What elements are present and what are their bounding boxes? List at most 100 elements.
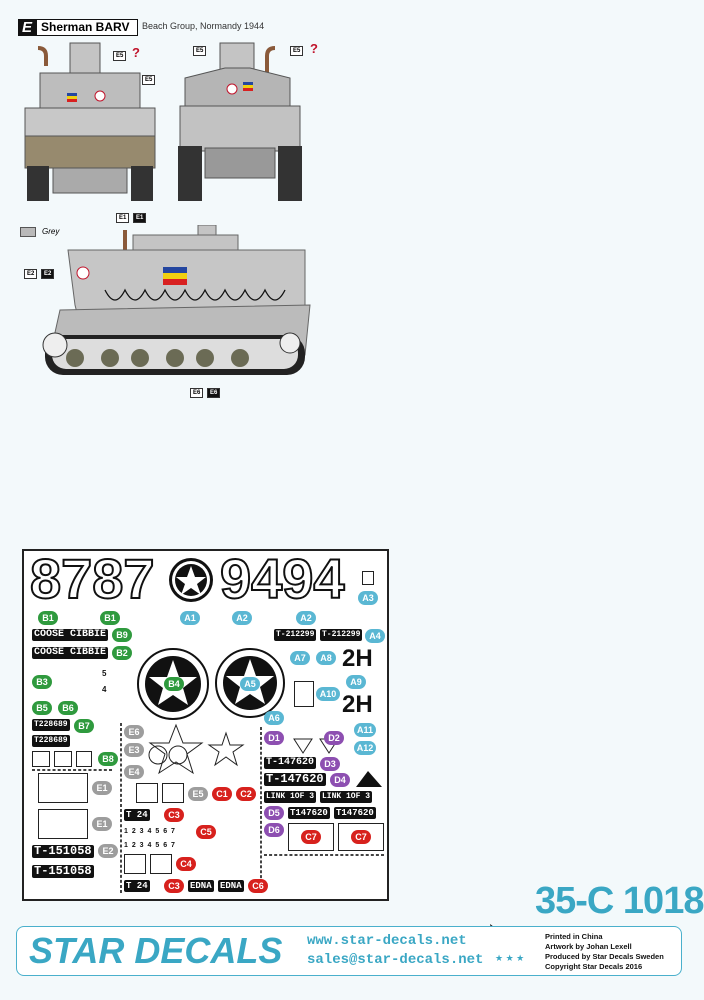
product-code: 35-C 1018 — [535, 880, 704, 922]
star-roundel-small — [169, 558, 213, 602]
label-a2: A2 — [232, 611, 252, 625]
decal-t24-1: T 24 — [124, 809, 150, 821]
callout-e5-rear: E5 — [193, 46, 207, 56]
label-b6: B6 — [58, 701, 78, 715]
label-e4: E4 — [124, 765, 144, 779]
callout-e2-dark: E2 — [41, 269, 55, 279]
label-e3: E3 — [124, 743, 144, 757]
decal-edna-2: EDNA — [218, 880, 244, 892]
label-a11: A11 — [354, 723, 376, 737]
decal-sheet: 8787 9494 COOSE CIBBIE COOSE CIBBIE T-21… — [22, 549, 389, 901]
decal-plate-e1-1 — [38, 773, 88, 803]
decal-goose-gibbie-2: COOSE CIBBIE — [32, 647, 109, 659]
callout-e5-rear-2: E5 — [290, 46, 304, 56]
scheme-letter: E — [18, 19, 36, 36]
callout-e1: E1 — [116, 213, 130, 223]
decal-b8-box-2 — [54, 751, 72, 767]
label-a9: A9 — [346, 675, 366, 689]
credit-line: Produced by Star Decals Sweden — [545, 952, 664, 961]
decal-serial-digits-1: 1 2 3 4 5 6 7 — [124, 828, 176, 835]
callout-e6-dark: E6 — [207, 388, 221, 398]
label-d4: D4 — [330, 773, 350, 787]
label-b4: B4 — [164, 677, 184, 691]
decal-e5-box-1 — [136, 783, 158, 803]
decal-small-5: 5 — [102, 669, 107, 678]
decal-link-1of3-1: LINK 1OF 3 — [264, 791, 317, 803]
decal-t147620-b1: T147620 — [288, 807, 330, 819]
scheme-subtitle: Beach Group, Normandy 1944 — [142, 21, 265, 31]
label-d2: D2 — [324, 731, 344, 745]
credit-line: Copyright Star Decals 2016 — [545, 962, 643, 971]
label-b9: B9 — [112, 628, 132, 642]
label-c6: C6 — [248, 879, 268, 893]
label-c4: C4 — [176, 857, 196, 871]
decal-t151058-1: T-151058 — [32, 844, 94, 858]
outline-circles — [148, 745, 188, 765]
unknown-marker-rear: ? — [310, 41, 318, 56]
label-e1: E1 — [92, 781, 112, 795]
decal-t151058-2: T-151058 — [32, 864, 94, 878]
label-c7: C7 — [301, 830, 321, 844]
decal-edna-1: EDNA — [188, 880, 214, 892]
stars-icon: ★ ★ ★ — [495, 953, 525, 963]
label-e5: E5 — [188, 787, 208, 801]
label-a6: A6 — [264, 711, 284, 725]
credit-line: Artwork by Johan Lexell — [545, 942, 632, 951]
callout-e6: E6 — [190, 388, 204, 398]
label-c3: C3 — [164, 808, 184, 822]
label-b8: B8 — [98, 752, 118, 766]
callout-e5-front-2: E5 — [142, 75, 156, 85]
outline-stars — [148, 723, 245, 775]
label-a1: A1 — [180, 611, 200, 625]
decal-t24-2: T 24 — [124, 880, 150, 892]
brand-logo: STAR DECALS — [29, 930, 283, 971]
grey-legend-label: Grey — [42, 227, 60, 236]
label-b7: B7 — [74, 719, 94, 733]
vehicle-title: Sherman BARV — [36, 19, 139, 36]
email-link[interactable]: sales@star-decals.net — [307, 952, 484, 968]
label-c5: C5 — [196, 825, 216, 839]
cut-line — [32, 769, 112, 771]
decal-small-4: 4 — [102, 685, 107, 694]
label-d6: D6 — [264, 823, 284, 837]
label-d3: D3 — [320, 757, 340, 771]
label-a12: A12 — [354, 741, 376, 755]
decal-t147620-a1: T-147620 — [264, 757, 317, 769]
decal-t212299-1: T-212299 — [274, 629, 317, 641]
callout-e1-dark: E1 — [133, 213, 147, 223]
grey-swatch — [20, 227, 36, 237]
website-link[interactable]: www.star-decals.net — [307, 933, 467, 949]
decal-t212299-2: T-212299 — [320, 629, 363, 641]
decal-goose-gibbie-1: COOSE CIBBIE — [32, 629, 109, 641]
decal-t147620-a2: T-147620 — [264, 772, 326, 786]
label-d1: D1 — [264, 731, 284, 745]
callout-e5-front: E5 — [113, 51, 127, 61]
decal-e5-box-2 — [162, 783, 184, 803]
decal-plate-e1-2 — [38, 809, 88, 839]
cut-line — [260, 727, 262, 893]
callout-e2: E2 — [24, 269, 38, 279]
label-d5: D5 — [264, 806, 284, 820]
decal-link-1of3-2: LINK 1OF 3 — [320, 791, 373, 803]
label-b2: B2 — [112, 646, 132, 660]
d4-triangle-decal — [356, 771, 382, 787]
decal-t228689-1: T228689 — [32, 719, 70, 731]
decal-t147620-b2: T147620 — [334, 807, 376, 819]
label-e6: E6 — [124, 725, 144, 739]
label-c2: C2 — [236, 787, 256, 801]
label-a7: A7 — [290, 651, 310, 665]
label-a5: A5 — [240, 677, 260, 691]
decal-t228689-2: T228689 — [32, 735, 70, 747]
label-e1: E1 — [92, 817, 112, 831]
decal-a3-box — [362, 571, 374, 585]
label-b1: B1 — [100, 611, 120, 625]
footer-banner: STAR DECALS www.star-decals.net sales@st… — [16, 926, 682, 976]
decal-a10-box — [294, 681, 314, 707]
rear-view-drawing — [178, 42, 302, 201]
cut-line — [264, 854, 384, 856]
decal-b8-box-3 — [76, 751, 92, 767]
label-c1: C1 — [212, 787, 232, 801]
label-a3: A3 — [358, 591, 378, 605]
label-c3: C3 — [164, 879, 184, 893]
label-a2: A2 — [296, 611, 316, 625]
